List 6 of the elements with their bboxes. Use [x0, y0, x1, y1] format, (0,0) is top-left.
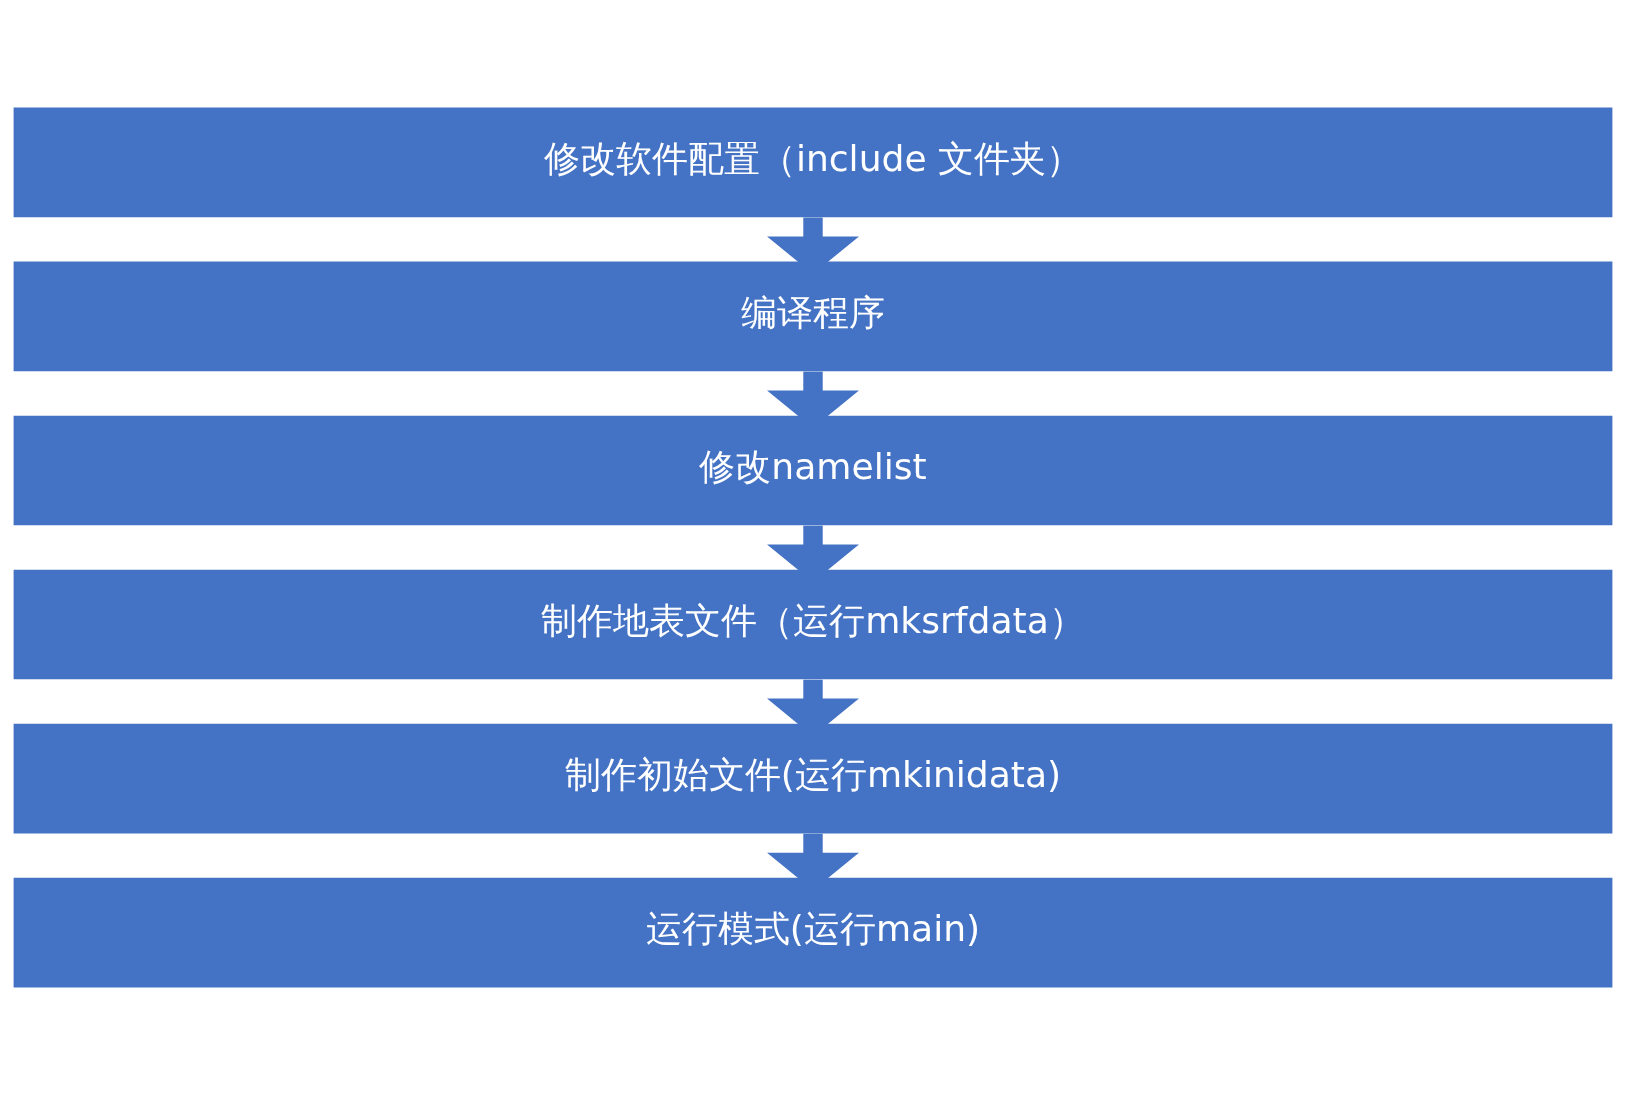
- node-box: 编译程序: [13, 261, 1613, 371]
- node-box: 运行模式(运行main): [13, 877, 1613, 987]
- node-box: 修改软件配置（include 文件夹）: [13, 107, 1613, 217]
- node-box: 制作初始文件(运行mkinidata): [13, 723, 1613, 833]
- node-box: 制作地表文件（运行mksrfdata）: [13, 569, 1613, 679]
- node-box: 修改namelist: [13, 415, 1613, 525]
